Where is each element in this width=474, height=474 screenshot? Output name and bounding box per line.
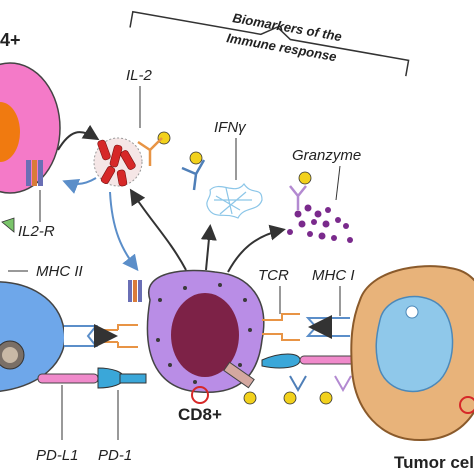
il2-label: IL-2 [126,67,153,84]
radiation-icon [157,131,333,405]
tumor-label: Tumor cell [394,453,474,472]
il2r-receptor [26,160,43,186]
pdl1-label: PD-L1 [36,447,79,464]
il2-protein [93,137,143,187]
tcr-mhc1-right-synapse [262,313,350,341]
pd1-right [261,353,301,369]
cd8-il2r-receptor [128,280,142,302]
biomarker-brace [129,10,410,77]
apc-cell [0,281,66,392]
il2r-label: IL2-R [18,223,55,240]
cd8-label: CD8+ [178,405,222,424]
tumor-cell: Tumor cell [350,265,474,472]
pdl1-left [37,373,99,384]
tcr-label: TCR [258,267,289,284]
mhc2-label: MHC II [36,263,83,280]
pd1-label: PD-1 [98,447,132,464]
granzyme-dots [287,204,353,243]
mhc1-label: MHC I [312,267,355,284]
cd4-cell: 4+ [0,30,61,194]
cd4-label: 4+ [0,30,21,50]
cd8-nucleus [171,293,239,377]
mhc2-tcr-left-synapse [64,324,138,348]
small-green-icon [1,217,15,233]
ifn-label: IFNγ [214,119,247,136]
cd4-nucleus [0,102,20,162]
tumor-nucleus [375,295,454,393]
signal-arrows [57,124,286,273]
cd8-cell: CD8+ [146,269,265,424]
ifn-protein [206,182,263,219]
antibody-icon [137,137,307,210]
cd8-receptor [223,361,255,389]
granzyme-label: Granzyme [292,147,361,164]
